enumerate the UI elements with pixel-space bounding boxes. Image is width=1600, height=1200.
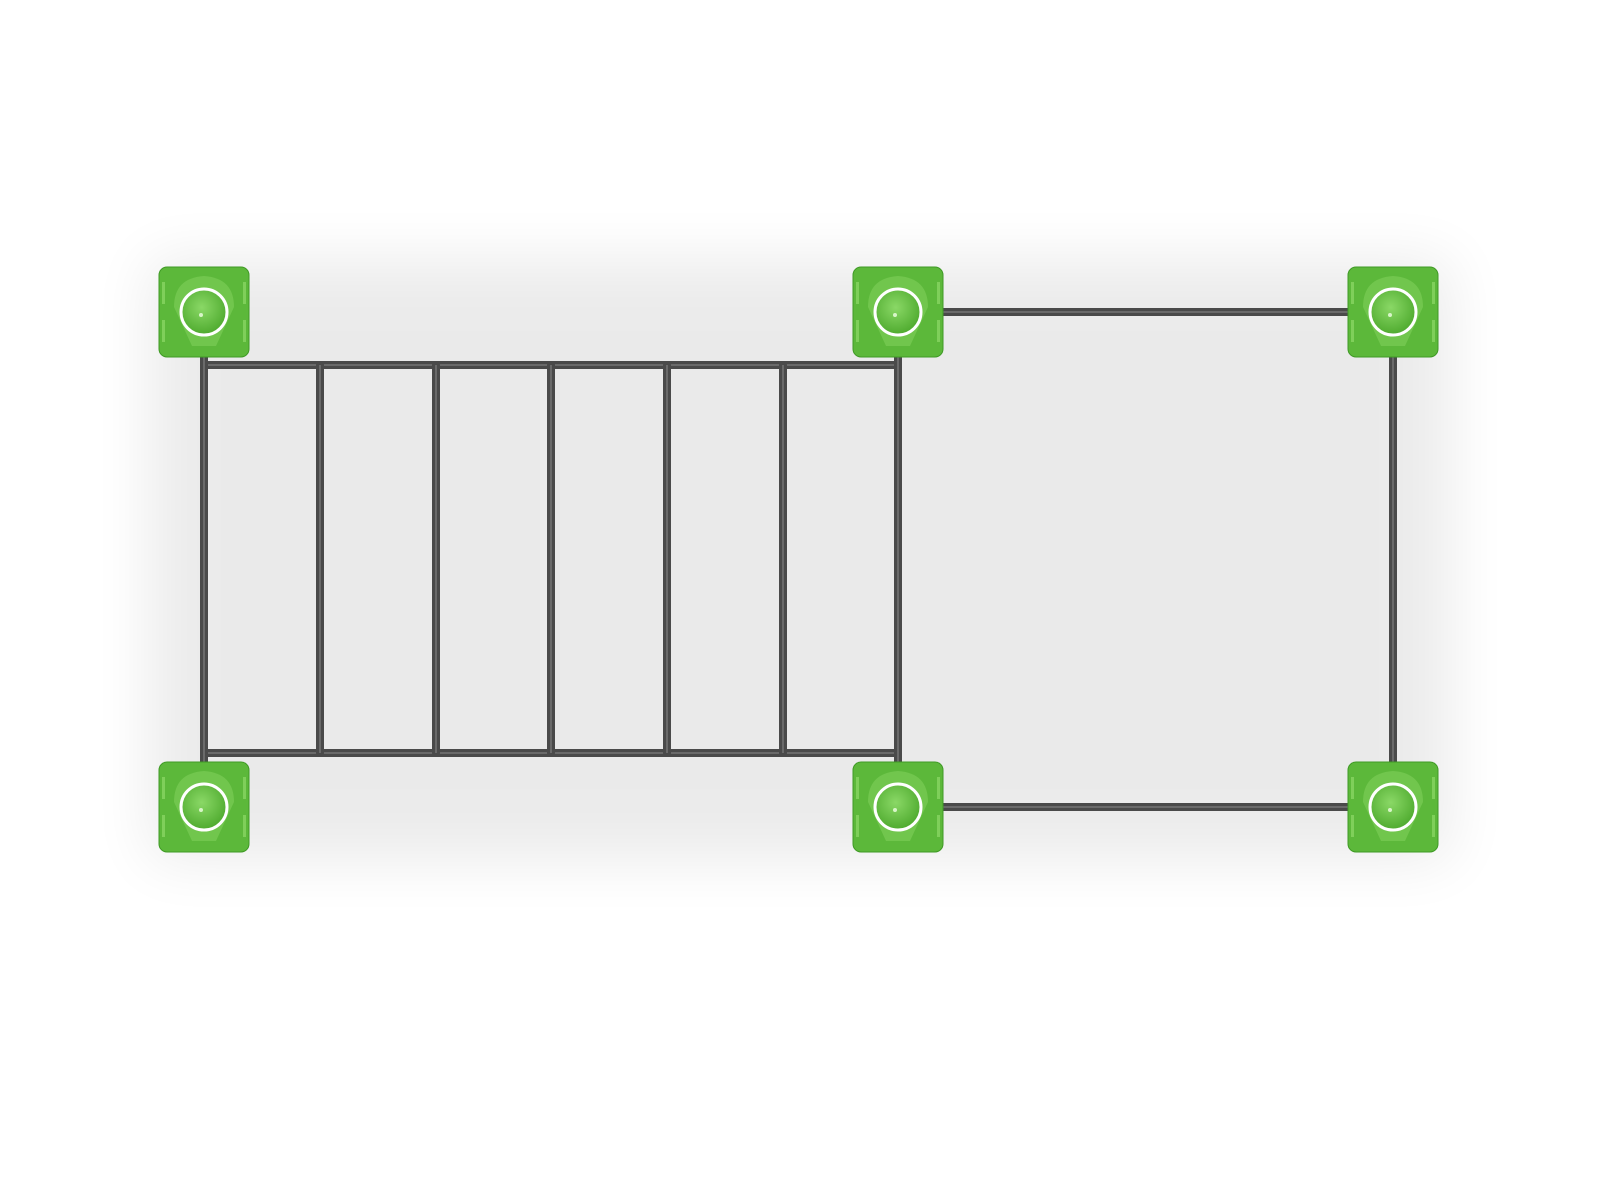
post-slot (1351, 777, 1354, 799)
post-slot (162, 815, 165, 837)
post-slot (856, 815, 859, 837)
post-slot (937, 282, 940, 304)
post-ring (873, 782, 923, 832)
post-ring (179, 782, 229, 832)
post-slot (856, 320, 859, 342)
post (158, 266, 250, 358)
post-slot (162, 282, 165, 304)
post-slot (243, 815, 246, 837)
post (1347, 761, 1439, 853)
post (1347, 266, 1439, 358)
bar-frame (200, 308, 1397, 811)
post-slot (937, 815, 940, 837)
post (852, 761, 944, 853)
post-ring (1368, 782, 1418, 832)
post (158, 761, 250, 853)
post-slot (162, 320, 165, 342)
post-slot (243, 320, 246, 342)
post-slot (1351, 282, 1354, 304)
post-slot (856, 777, 859, 799)
post-highlight (893, 808, 897, 812)
post-ring (1368, 287, 1418, 337)
post-slot (1432, 320, 1435, 342)
post-slot (162, 777, 165, 799)
post-slot (1432, 815, 1435, 837)
post-ring (179, 287, 229, 337)
post-slot (1432, 777, 1435, 799)
post-slot (937, 777, 940, 799)
post-slot (1432, 282, 1435, 304)
post (852, 266, 944, 358)
post-highlight (1388, 808, 1392, 812)
post-slot (243, 282, 246, 304)
post-highlight (199, 313, 203, 317)
post-slot (1351, 815, 1354, 837)
post-ring (873, 287, 923, 337)
posts (158, 266, 1439, 853)
post-highlight (893, 313, 897, 317)
soft-shadow (150, 260, 1450, 860)
post-slot (937, 320, 940, 342)
post-highlight (199, 808, 203, 812)
post-slot (856, 282, 859, 304)
post-highlight (1388, 313, 1392, 317)
post-slot (243, 777, 246, 799)
post-slot (1351, 320, 1354, 342)
